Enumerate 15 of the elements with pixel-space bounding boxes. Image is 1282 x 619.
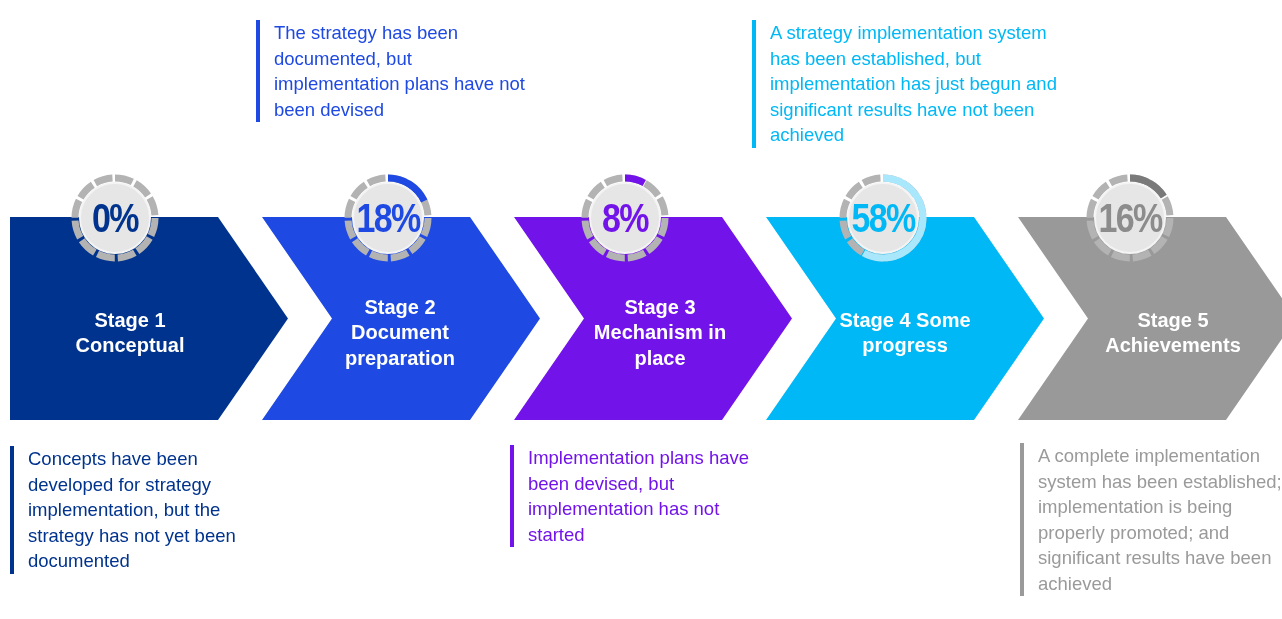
stage-label: Stage 1 Conceptual	[74, 307, 186, 358]
stage-description: The strategy has been documented, but implementation plans have not been devised	[256, 20, 534, 122]
percentage-value: 18%	[356, 195, 420, 241]
stage-label: Stage 4 Some progress	[838, 307, 972, 358]
stage-description: Implementation plans have been devised, but implementation has not started	[510, 445, 778, 547]
percentage-value: 58%	[851, 195, 915, 241]
percentage-value: 8%	[602, 195, 648, 241]
stage-description: Concepts have been developed for strategy implementation, but the strategy has not yet been documented	[10, 446, 260, 574]
stage-label: Stage 2 Document preparation	[344, 294, 456, 371]
stage-label: Stage 5 Achievements	[1104, 307, 1242, 358]
percentage-value: 16%	[1098, 195, 1162, 241]
stage-description: A complete implementation system has been established; implementation is being properly promoted; and significant results have been achieved	[1020, 443, 1282, 596]
percentage-value: 0%	[92, 195, 138, 241]
stage-label: Stage 3 Mechanism in place	[592, 294, 728, 371]
stage-description: A strategy implementation system has been established, but implementation has just begun and significant results have not been achieved	[752, 20, 1060, 148]
